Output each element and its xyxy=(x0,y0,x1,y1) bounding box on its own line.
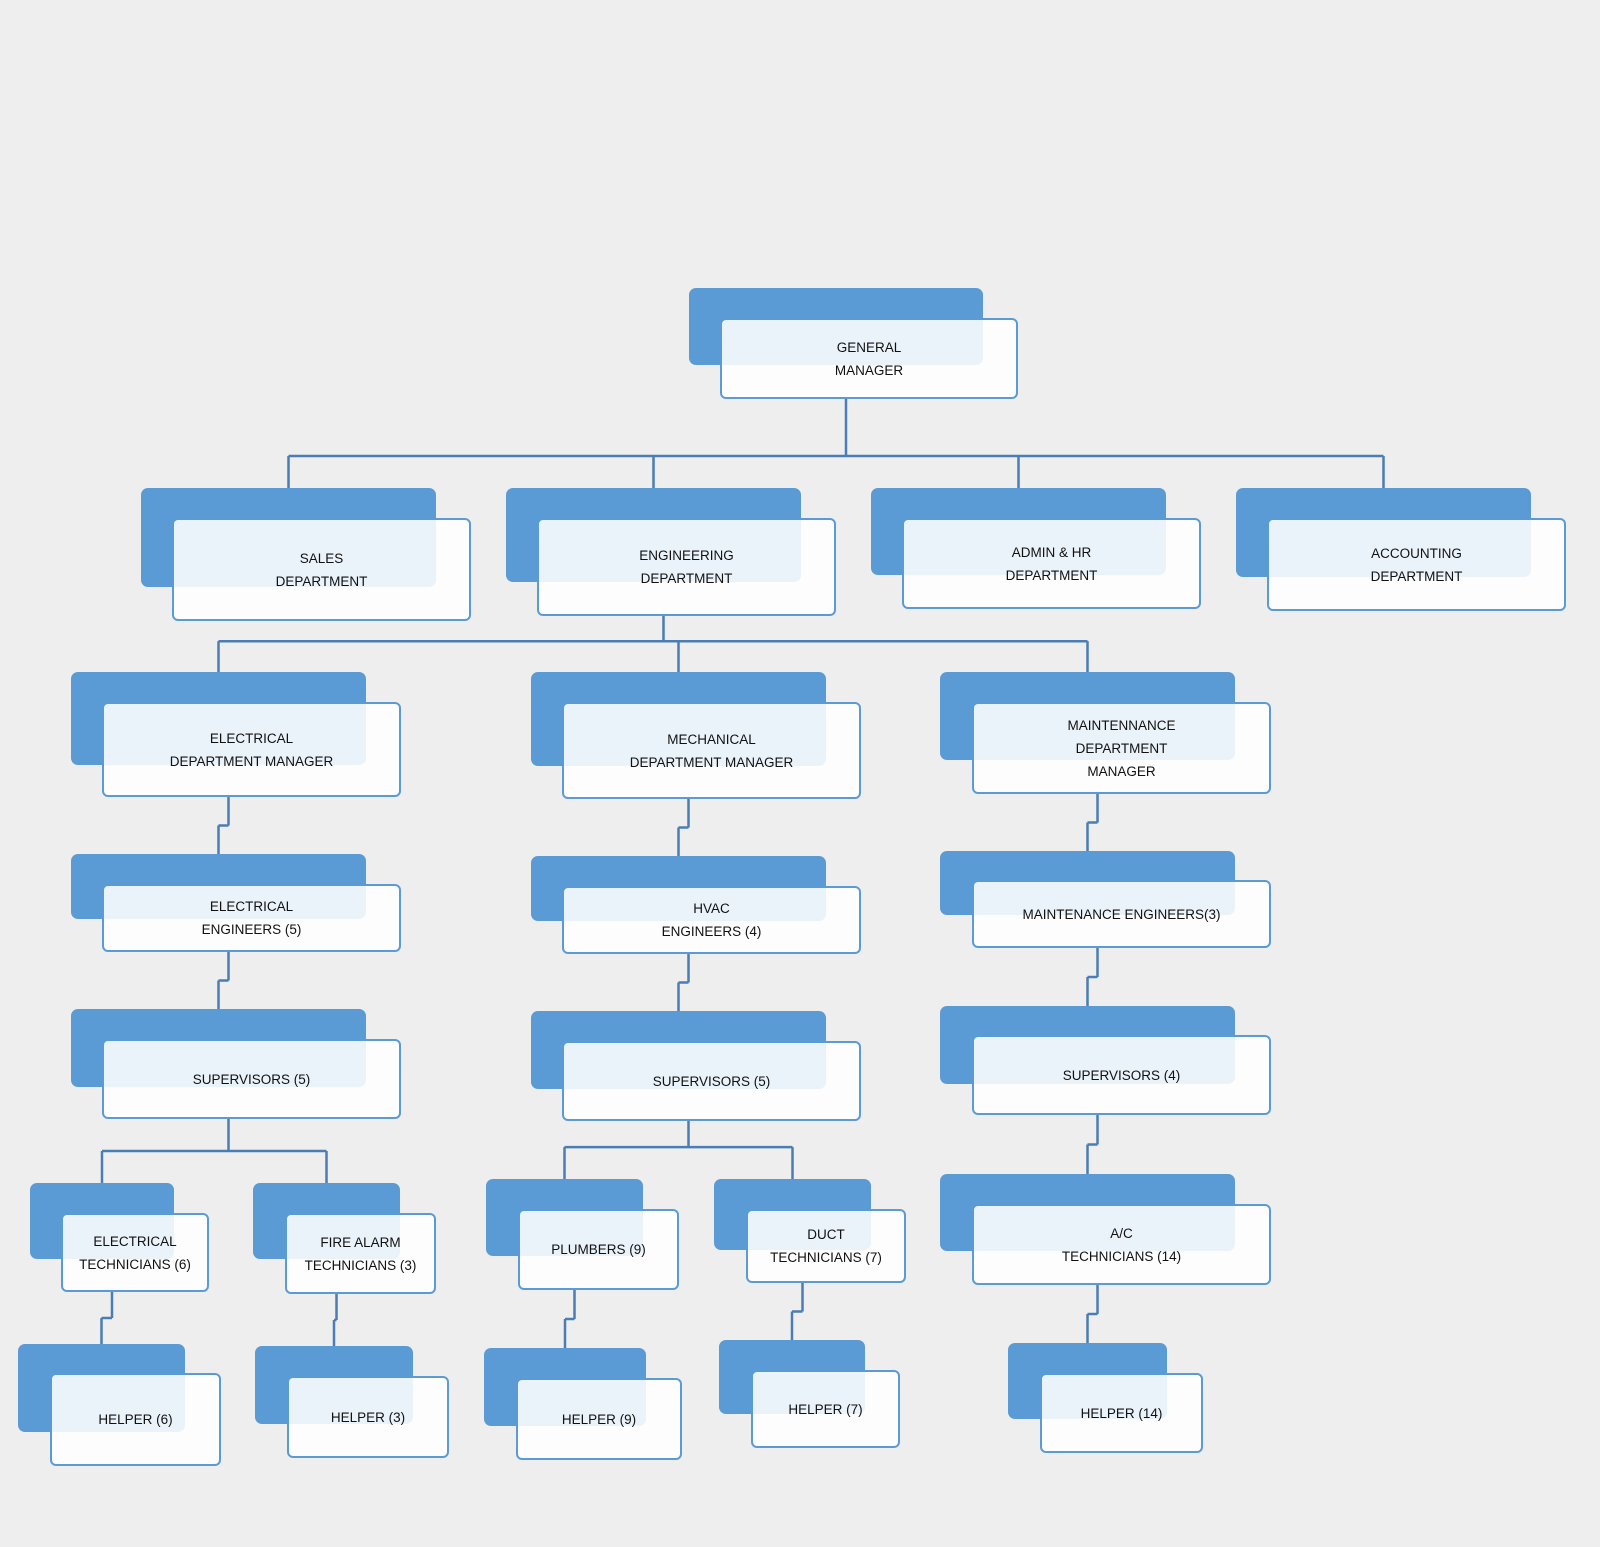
node-card: ELECTRICAL TECHNICIANS (6) xyxy=(61,1213,209,1292)
node-card: GENERAL MANAGER xyxy=(720,318,1018,399)
node-label: SUPERVISORS (4) xyxy=(1062,1067,1181,1083)
node-card: MAINTENANCE ENGINEERS(3) xyxy=(972,880,1271,948)
node-card: HVAC ENGINEERS (4) xyxy=(562,886,861,954)
node-label: A/C TECHNICIANS (14) xyxy=(1061,1225,1182,1264)
node-card: SUPERVISORS (4) xyxy=(972,1035,1271,1115)
node-label: HELPER (9) xyxy=(561,1411,637,1427)
node-label: HVAC ENGINEERS (4) xyxy=(661,901,762,939)
node-label: HELPER (7) xyxy=(788,1401,863,1417)
node-card: MAINTENNANCE DEPARTMENT MANAGER xyxy=(972,702,1271,794)
node-card: PLUMBERS (9) xyxy=(518,1209,679,1290)
node-card: HELPER (3) xyxy=(287,1376,449,1458)
node-label: SALES DEPARTMENT xyxy=(275,550,368,589)
node-card: HELPER (14) xyxy=(1040,1373,1203,1453)
node-card: A/C TECHNICIANS (14) xyxy=(972,1204,1271,1285)
node-card: ADMIN & HR DEPARTMENT xyxy=(902,518,1201,609)
node-label: PLUMBERS (9) xyxy=(551,1242,646,1257)
node-label: ELECTRICAL DEPARTMENT MANAGER xyxy=(169,730,334,769)
node-card: ELECTRICAL DEPARTMENT MANAGER xyxy=(102,702,401,797)
node-label: ELECTRICAL ENGINEERS (5) xyxy=(201,899,302,937)
node-label: SUPERVISORS (5) xyxy=(652,1073,771,1089)
node-card: ACCOUNTING DEPARTMENT xyxy=(1267,518,1566,611)
node-card: DUCT TECHNICIANS (7) xyxy=(746,1209,906,1283)
node-label: HELPER (6) xyxy=(98,1412,173,1427)
node-label: MAINTENNANCE DEPARTMENT MANAGER xyxy=(1067,717,1176,779)
node-card: SALES DEPARTMENT xyxy=(172,518,471,621)
node-label: MECHANICAL DEPARTMENT MANAGER xyxy=(629,731,794,770)
node-card: SUPERVISORS (5) xyxy=(562,1041,861,1121)
node-card: HELPER (9) xyxy=(516,1378,682,1460)
node-label: FIRE ALARM TECHNICIANS (3) xyxy=(304,1234,417,1273)
node-label: HELPER (3) xyxy=(330,1409,406,1425)
node-card: MECHANICAL DEPARTMENT MANAGER xyxy=(562,702,861,799)
node-label: ENGINEERING DEPARTMENT xyxy=(639,548,734,586)
node-card: ENGINEERING DEPARTMENT xyxy=(537,518,836,616)
node-label: ADMIN & HR DEPARTMENT xyxy=(1005,544,1098,583)
node-label: MAINTENANCE ENGINEERS(3) xyxy=(1022,906,1221,922)
node-label: SUPERVISORS (5) xyxy=(192,1071,311,1087)
node-card: SUPERVISORS (5) xyxy=(102,1039,401,1119)
node-label: GENERAL MANAGER xyxy=(834,339,904,378)
node-card: HELPER (7) xyxy=(751,1370,900,1448)
node-card: FIRE ALARM TECHNICIANS (3) xyxy=(285,1213,436,1294)
node-label: DUCT TECHNICIANS (7) xyxy=(770,1227,882,1265)
node-card: HELPER (6) xyxy=(50,1373,221,1466)
node-card: ELECTRICAL ENGINEERS (5) xyxy=(102,884,401,952)
node-label: ELECTRICAL TECHNICIANS (6) xyxy=(79,1233,191,1272)
node-label: HELPER (14) xyxy=(1080,1405,1163,1421)
node-label: ACCOUNTING DEPARTMENT xyxy=(1370,545,1463,584)
